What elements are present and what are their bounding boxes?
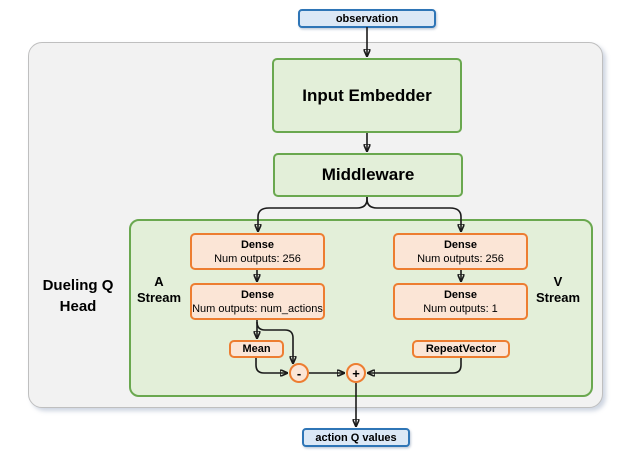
dense-subtitle: Num outputs: 1 [423,302,498,315]
a-stream-label-line2: Stream [136,290,182,305]
middleware-node: Middleware [273,153,463,197]
mean-node: Mean [229,340,284,358]
dueling-q-head-label: Dueling Q Head [26,275,130,317]
dueling-q-head-label-line2: Head [59,298,97,315]
a-stream-label-line1: A [154,274,164,289]
v-stream-label-line2: Stream [535,290,581,305]
v-stream-dense-256-node: Dense Num outputs: 256 [393,233,528,270]
repeat-vector-node: RepeatVector [412,340,510,358]
action-q-values-node: action Q values [302,428,410,447]
subtract-operator-node: - [289,363,309,383]
dense-subtitle: Num outputs: 256 [417,252,504,265]
dense-title: Dense [443,288,478,301]
v-stream-label-line1: V [553,274,563,289]
dense-subtitle: Num outputs: 256 [214,252,301,265]
add-operator-node: + [346,363,366,383]
dueling-q-head-label-line1: Dueling Q [42,277,114,294]
dense-title: Dense [240,288,275,301]
dense-subtitle: Num outputs: num_actions [192,302,323,315]
a-stream-label: A Stream [132,274,186,306]
input-embedder-node: Input Embedder [272,58,462,133]
v-stream-label: V Stream [530,274,586,306]
a-stream-dense-256-node: Dense Num outputs: 256 [190,233,325,270]
v-stream-dense-1-node: Dense Num outputs: 1 [393,283,528,320]
dense-title: Dense [240,238,275,251]
observation-node: observation [298,9,436,28]
dense-title: Dense [443,238,478,251]
a-stream-dense-num-actions-node: Dense Num outputs: num_actions [190,283,325,320]
